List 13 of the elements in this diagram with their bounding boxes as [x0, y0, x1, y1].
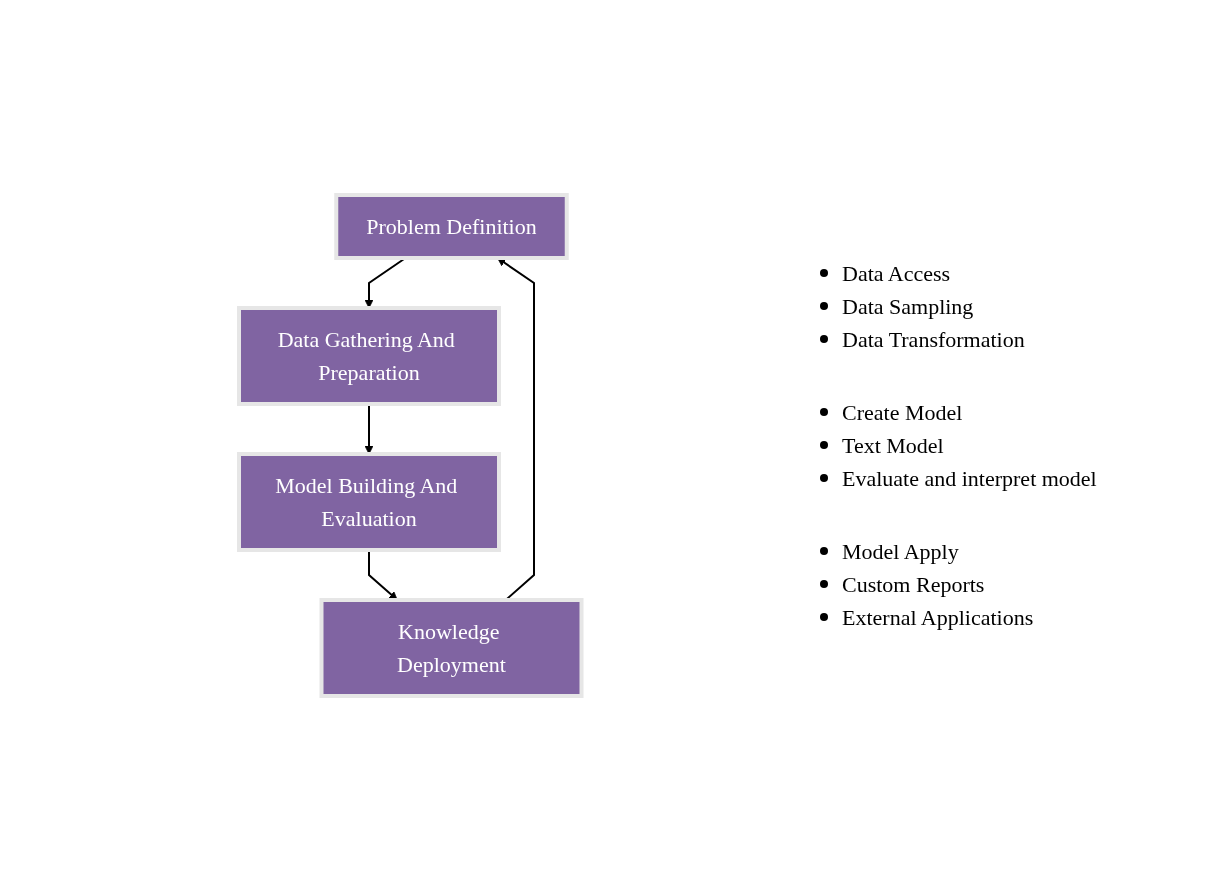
list-item-text: Data Access — [842, 259, 951, 288]
list-item-text: Evaluate and interpret model — [842, 464, 1097, 493]
list-item-text: Text Model — [842, 431, 944, 460]
node-box: Problem Definition — [334, 192, 569, 260]
list-item-text: External Applications — [842, 603, 1034, 632]
node-box: Model Building And Evaluation — [236, 451, 501, 552]
list-item-text: Custom Reports — [842, 570, 985, 599]
list-item-text: Data Transformation — [842, 325, 1025, 354]
list-item-text: Create Model — [842, 398, 963, 427]
list-item-text: Data Sampling — [842, 292, 974, 321]
node-box: Data Gathering And Preparation — [236, 305, 501, 406]
list-item-text: Model Apply — [842, 537, 959, 566]
node-box: Knowledge Deployment — [319, 597, 584, 698]
